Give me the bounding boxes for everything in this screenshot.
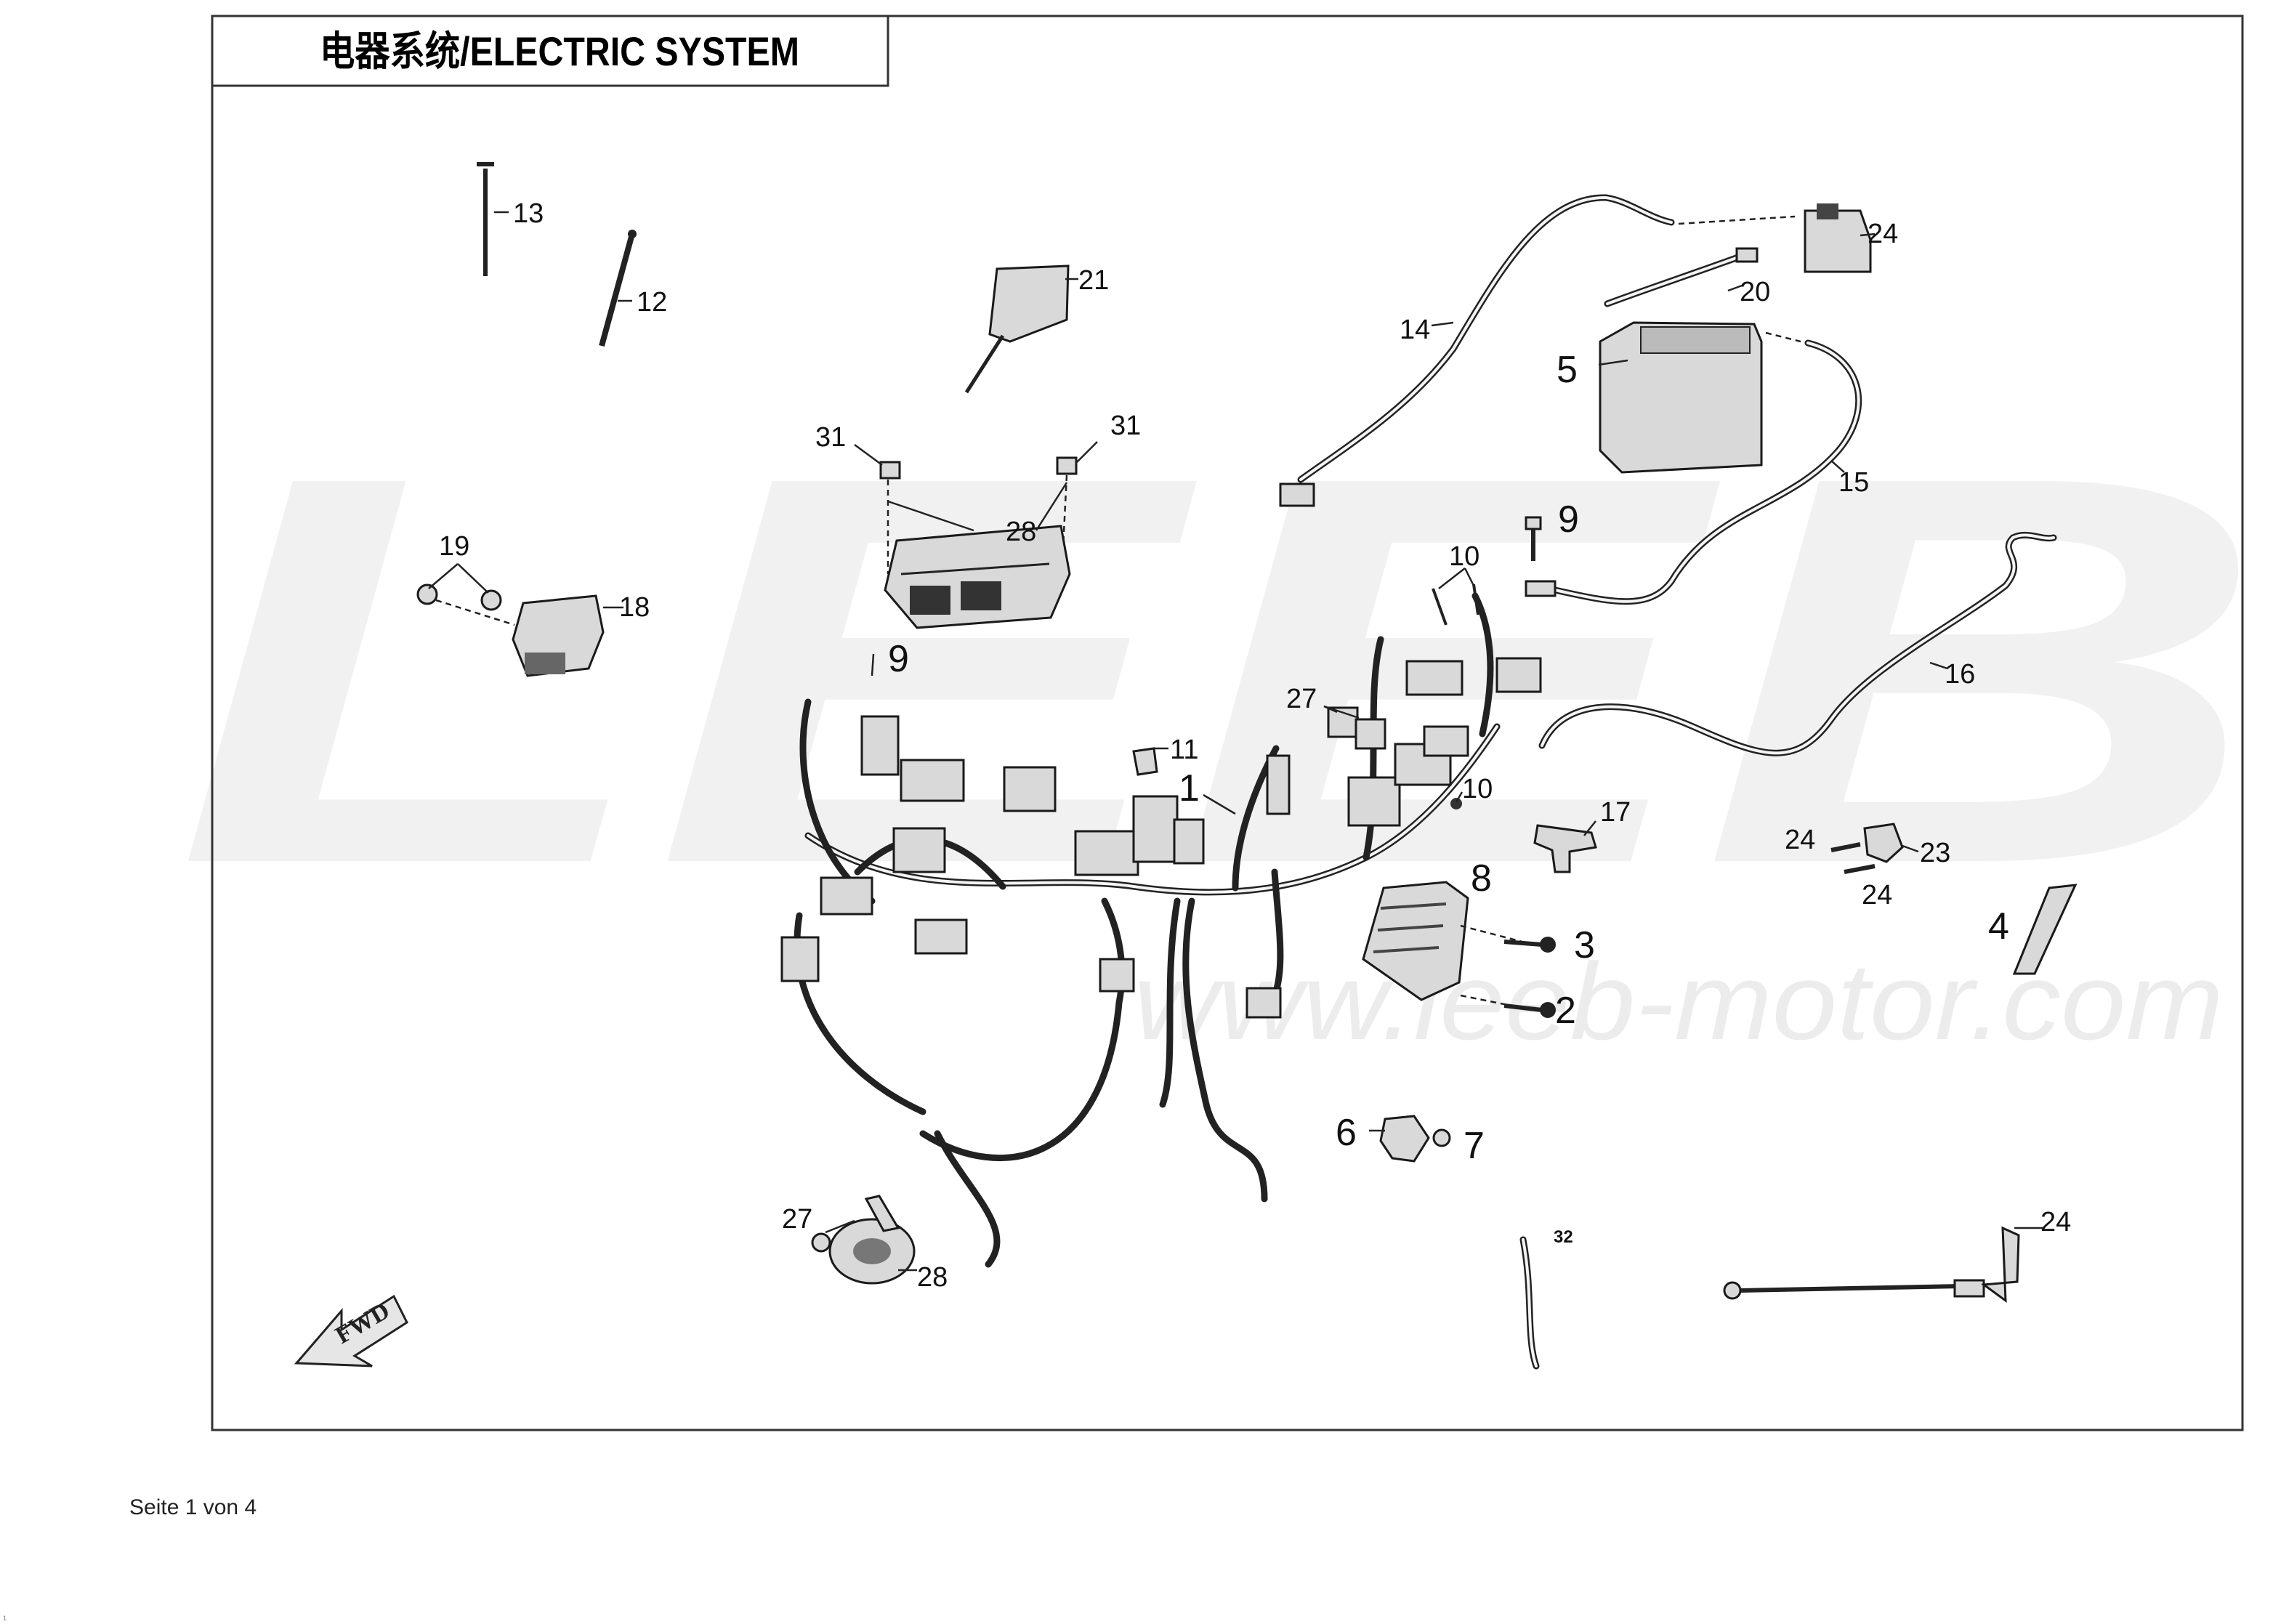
part-26-relay — [1804, 203, 1872, 273]
callout-2: 2 — [1555, 990, 1576, 1032]
part-19-module — [512, 594, 605, 677]
part-7-nut — [1432, 1128, 1451, 1147]
callout-12: 11 — [1170, 735, 1198, 765]
part-21-cable — [1604, 247, 1759, 307]
leader-lines — [428, 211, 2043, 1272]
callout-22: 21 — [1078, 265, 1109, 296]
callout-9-left: 9 — [888, 638, 909, 680]
fwd-arrow-icon — [294, 1294, 408, 1368]
callout-1: 1 — [1179, 767, 1200, 809]
callout-15: 14 — [1400, 315, 1430, 345]
part-28-horn — [828, 1195, 916, 1285]
callout-26: 24 — [1868, 219, 1898, 249]
callout-3: 3 — [1574, 924, 1595, 966]
part-9-bolt-right — [1525, 516, 1542, 561]
callout-18: 17 — [1600, 797, 1631, 828]
callout-27: 27 — [1286, 684, 1317, 714]
part-14-rod — [477, 162, 494, 276]
diagram-frame — [211, 15, 2244, 1431]
part-6-bracket — [1379, 1115, 1430, 1163]
part-3-bolt — [1503, 937, 1556, 953]
page-footer: Seite 1 von 4 — [129, 1495, 257, 1519]
callout-5: 5 — [1557, 349, 1578, 391]
part-10-screw — [1450, 798, 1462, 809]
part-5-battery — [1599, 321, 1801, 474]
callout-29: 27 — [782, 1204, 812, 1235]
callout-24-bottom: 24 — [1862, 880, 1892, 910]
part-24-bolts — [1830, 842, 1876, 874]
part-12-clip — [1132, 747, 1158, 776]
callout-17: 16 — [1945, 659, 1975, 690]
callout-7: 7 — [1463, 1125, 1485, 1167]
callout-6: 6 — [1336, 1112, 1357, 1154]
part-16-cable — [1525, 339, 1862, 605]
part-15-cable — [1279, 194, 1796, 507]
part-4-strap — [2012, 884, 2078, 975]
watermark-logo: LEEB — [174, 362, 2267, 979]
part-18-sensor — [1533, 824, 1597, 873]
corner-mark: 1 — [3, 1615, 7, 1622]
callout-31-left: 31 — [815, 422, 846, 453]
callout-9-right: 9 — [1558, 498, 1579, 541]
part-22-sensor — [964, 264, 1070, 394]
part-11-screws — [1432, 583, 1479, 626]
title-box — [211, 15, 889, 87]
part-2-bolt — [1503, 1002, 1556, 1018]
part-20-nuts — [416, 583, 515, 626]
part-25-ground-cable — [1723, 1226, 2020, 1304]
callout-28: 28 — [917, 1262, 948, 1293]
watermark-url: www.leeb-motor.com — [1134, 940, 2224, 1062]
callout-11: 10 — [1449, 541, 1479, 572]
callout-8: 8 — [1471, 857, 1492, 900]
callout-20: 19 — [439, 531, 469, 562]
part-23-sensor — [1863, 823, 1904, 863]
callout-10: 10 — [1462, 774, 1493, 804]
part-1-wire-harness — [780, 592, 1542, 1268]
callout-21: 20 — [1740, 277, 1770, 307]
callout-19: 18 — [619, 592, 650, 623]
callout-30: 28 — [1006, 517, 1036, 547]
callout-24-top: 24 — [1785, 825, 1815, 855]
callout-31-right: 31 — [1110, 411, 1141, 441]
part-8-regulator — [1362, 881, 1534, 1011]
part-32-tube — [1519, 1236, 1540, 1370]
callout-23: 23 — [1920, 838, 1950, 868]
part-30-ecu — [884, 525, 1071, 629]
diagram-title: 电器系统/ELECTRIC SYSTEM — [320, 28, 799, 74]
callout-14: 13 — [513, 198, 544, 229]
callout-25: 24 — [2040, 1207, 2071, 1237]
callout-16: 15 — [1838, 467, 1869, 498]
part-13-rod — [599, 230, 637, 347]
part-29-bolt — [811, 1232, 831, 1253]
label-32: 32 — [1554, 1227, 1573, 1247]
callout-4: 4 — [1988, 905, 2009, 948]
part-17-cable — [1538, 531, 2057, 756]
callout-13: 12 — [637, 287, 667, 318]
